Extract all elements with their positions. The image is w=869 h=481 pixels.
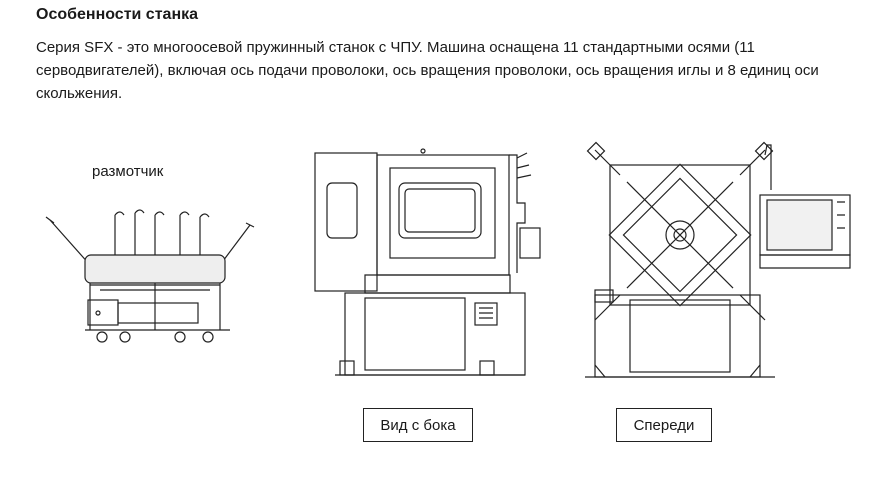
front-view-caption: Спереди bbox=[616, 408, 712, 442]
uncoiler-label: размотчик bbox=[92, 163, 164, 180]
uncoiler-drawing bbox=[45, 209, 255, 343]
front-view-drawing bbox=[585, 141, 851, 378]
page-title: Особенности станка bbox=[36, 6, 199, 23]
description-paragraph: Серия SFX - это многоосевой пружинный ст… bbox=[36, 39, 819, 102]
side-view-caption: Вид с бока bbox=[363, 408, 473, 442]
side-view-drawing bbox=[314, 148, 541, 376]
